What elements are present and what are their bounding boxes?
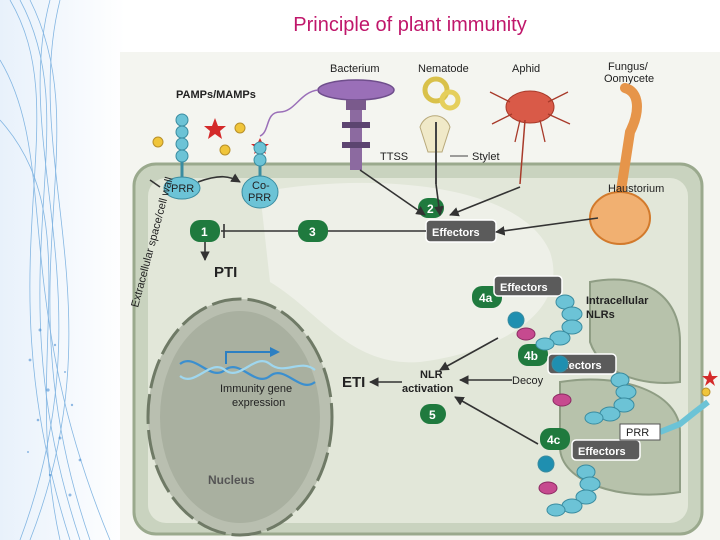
prr-receptor-icon bbox=[163, 113, 201, 200]
step-2-badge: 2 bbox=[418, 198, 444, 218]
haustorium-label: Haustorium bbox=[608, 183, 664, 195]
plant-immunity-diagram: Immunity gene expression Nucleus Bacteri… bbox=[120, 52, 720, 540]
intracellular-nlr-label: Intracellular bbox=[586, 295, 649, 307]
prr-label: PRR bbox=[171, 183, 194, 195]
svg-text:4b: 4b bbox=[524, 349, 538, 363]
svg-text:PRR: PRR bbox=[626, 427, 649, 439]
co-prr-receptor-icon bbox=[241, 141, 279, 209]
ttss-icon bbox=[342, 100, 370, 170]
pamps-label: PAMPs/MAMPs bbox=[176, 89, 256, 101]
fungus-hypha-icon bbox=[589, 83, 651, 245]
svg-text:4a: 4a bbox=[479, 291, 493, 305]
fungus-label-2: Oomycete bbox=[604, 73, 654, 85]
effectors-box-4a: Effectors bbox=[493, 275, 563, 297]
nlr-activation-label-2: activation bbox=[402, 383, 454, 395]
svg-text:3: 3 bbox=[309, 225, 316, 239]
nematode-label: Nematode bbox=[418, 63, 469, 75]
aphid-icon bbox=[489, 90, 571, 185]
svg-text:Effectors: Effectors bbox=[578, 446, 626, 458]
intracellular-nlr-icon bbox=[507, 294, 583, 351]
svg-text:1: 1 bbox=[201, 225, 208, 239]
step-5-badge: 5 bbox=[420, 404, 446, 424]
immunity-gene-label: Immunity gene bbox=[220, 383, 292, 395]
effectors-box-4c: Effectors bbox=[571, 439, 641, 461]
stylet-label: Stylet bbox=[472, 151, 500, 163]
page-title: Principle of plant immunity bbox=[293, 14, 527, 36]
ttss-label: TTSS bbox=[380, 151, 408, 163]
effectors-box-main: Effectors bbox=[425, 219, 497, 243]
bacterium-icon bbox=[317, 79, 395, 101]
aphid-label: Aphid bbox=[512, 63, 540, 75]
transcription-arrow-icon bbox=[225, 351, 270, 364]
decoy-nlr-icon bbox=[551, 355, 637, 425]
dna-helix-icon bbox=[179, 360, 316, 386]
haustorium-icon bbox=[589, 191, 651, 245]
step-1-badge: 1 bbox=[190, 220, 220, 242]
pathway-arrows bbox=[149, 169, 599, 445]
decoy-label: Decoy bbox=[512, 375, 544, 387]
eti-label: ETI bbox=[342, 374, 365, 391]
svg-text:2: 2 bbox=[427, 202, 434, 216]
pti-label: PTI bbox=[214, 264, 237, 281]
svg-text:Effectors: Effectors bbox=[500, 282, 548, 294]
co-prr-label-2: PRR bbox=[248, 192, 271, 204]
bacterium-label: Bacterium bbox=[330, 63, 380, 75]
pamp-molecules-right-icon bbox=[701, 370, 718, 397]
nematode-icon bbox=[419, 76, 461, 184]
svg-text:Effectors: Effectors bbox=[432, 227, 480, 239]
co-prr-label: Co- bbox=[252, 180, 270, 192]
decorative-wave-panel bbox=[0, 0, 125, 540]
pamp-molecules-icon bbox=[152, 118, 269, 156]
intracellular-nlr-label-2: NLRs bbox=[586, 309, 615, 321]
prr-nlr-icon bbox=[537, 399, 710, 517]
fungus-label: Fungus/ bbox=[608, 61, 649, 73]
prr-right-box: PRR bbox=[619, 423, 661, 441]
immunity-gene-label-2: expression bbox=[232, 397, 285, 409]
nucleus-label: Nucleus bbox=[208, 473, 255, 487]
nlr-activation-label: NLR bbox=[420, 369, 443, 381]
nucleus bbox=[146, 297, 334, 537]
svg-text:5: 5 bbox=[429, 408, 436, 422]
step-4c-badge: 4c bbox=[540, 428, 570, 450]
step-3-badge: 3 bbox=[298, 220, 328, 242]
svg-text:4c: 4c bbox=[547, 433, 561, 447]
